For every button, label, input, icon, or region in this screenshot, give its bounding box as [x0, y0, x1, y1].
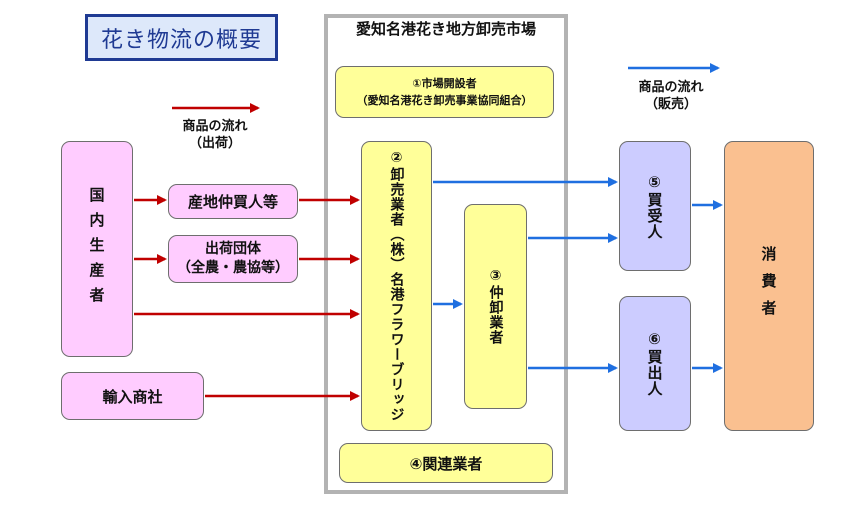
domestic-producers-box: 国内生産者 [61, 141, 133, 357]
importer-label: 輸入商社 [102, 387, 163, 406]
diagram-title: 花き物流の概要 [85, 14, 278, 61]
market-title: 愛知名港花き地方卸売市場 [355, 20, 536, 38]
shipping-flow-line1: 商品の流れ [182, 119, 248, 134]
related-businesses-label: ④関連業者 [409, 454, 483, 473]
participant-buyer-label: ⑤買受人 [645, 172, 664, 240]
market-operator-label: ①市場開設者 [412, 77, 477, 90]
local-middleman-box: 産地仲買人等 [168, 184, 298, 219]
wholesaler-label: ②卸売業者（株）名港フラワーブリッジ [388, 150, 405, 422]
shipping-group-sub: （全農・農協等） [177, 260, 289, 276]
market-operator-box: ①市場開設者 （愛知名港花き卸売事業協同組合） [335, 66, 554, 118]
out-buyer-box: ⑥買出人 [619, 296, 691, 431]
intermediate-wholesaler-box: ③仲卸業者 [464, 204, 527, 409]
market-operator-org: （愛知名港花き卸売事業協同組合） [356, 94, 533, 107]
consumer-box: 消費者 [724, 141, 814, 431]
consumer-label: 消費者 [759, 245, 778, 327]
importer-box: 輸入商社 [61, 372, 204, 420]
intermediate-wholesaler-label: ③仲卸業者 [487, 268, 504, 345]
shipping-group-label: 出荷団体 [205, 241, 261, 257]
sales-flow-label: 商品の流れ （販売） [616, 79, 726, 113]
shipping-flow-line2: （出荷） [188, 136, 241, 151]
shipping-flow-label: 商品の流れ （出荷） [160, 118, 270, 152]
sales-flow-line2: （販売） [644, 97, 697, 112]
participant-buyer-box: ⑤買受人 [619, 141, 691, 271]
out-buyer-label: ⑥買出人 [645, 330, 664, 397]
domestic-producers-label: 国内生産者 [87, 186, 106, 312]
wholesaler-box: ②卸売業者（株）名港フラワーブリッジ [361, 141, 432, 431]
shipping-group-box: 出荷団体 （全農・農協等） [168, 235, 298, 283]
related-businesses-box: ④関連業者 [339, 443, 553, 483]
local-middleman-label: 産地仲買人等 [187, 193, 278, 211]
sales-flow-line1: 商品の流れ [638, 80, 704, 95]
